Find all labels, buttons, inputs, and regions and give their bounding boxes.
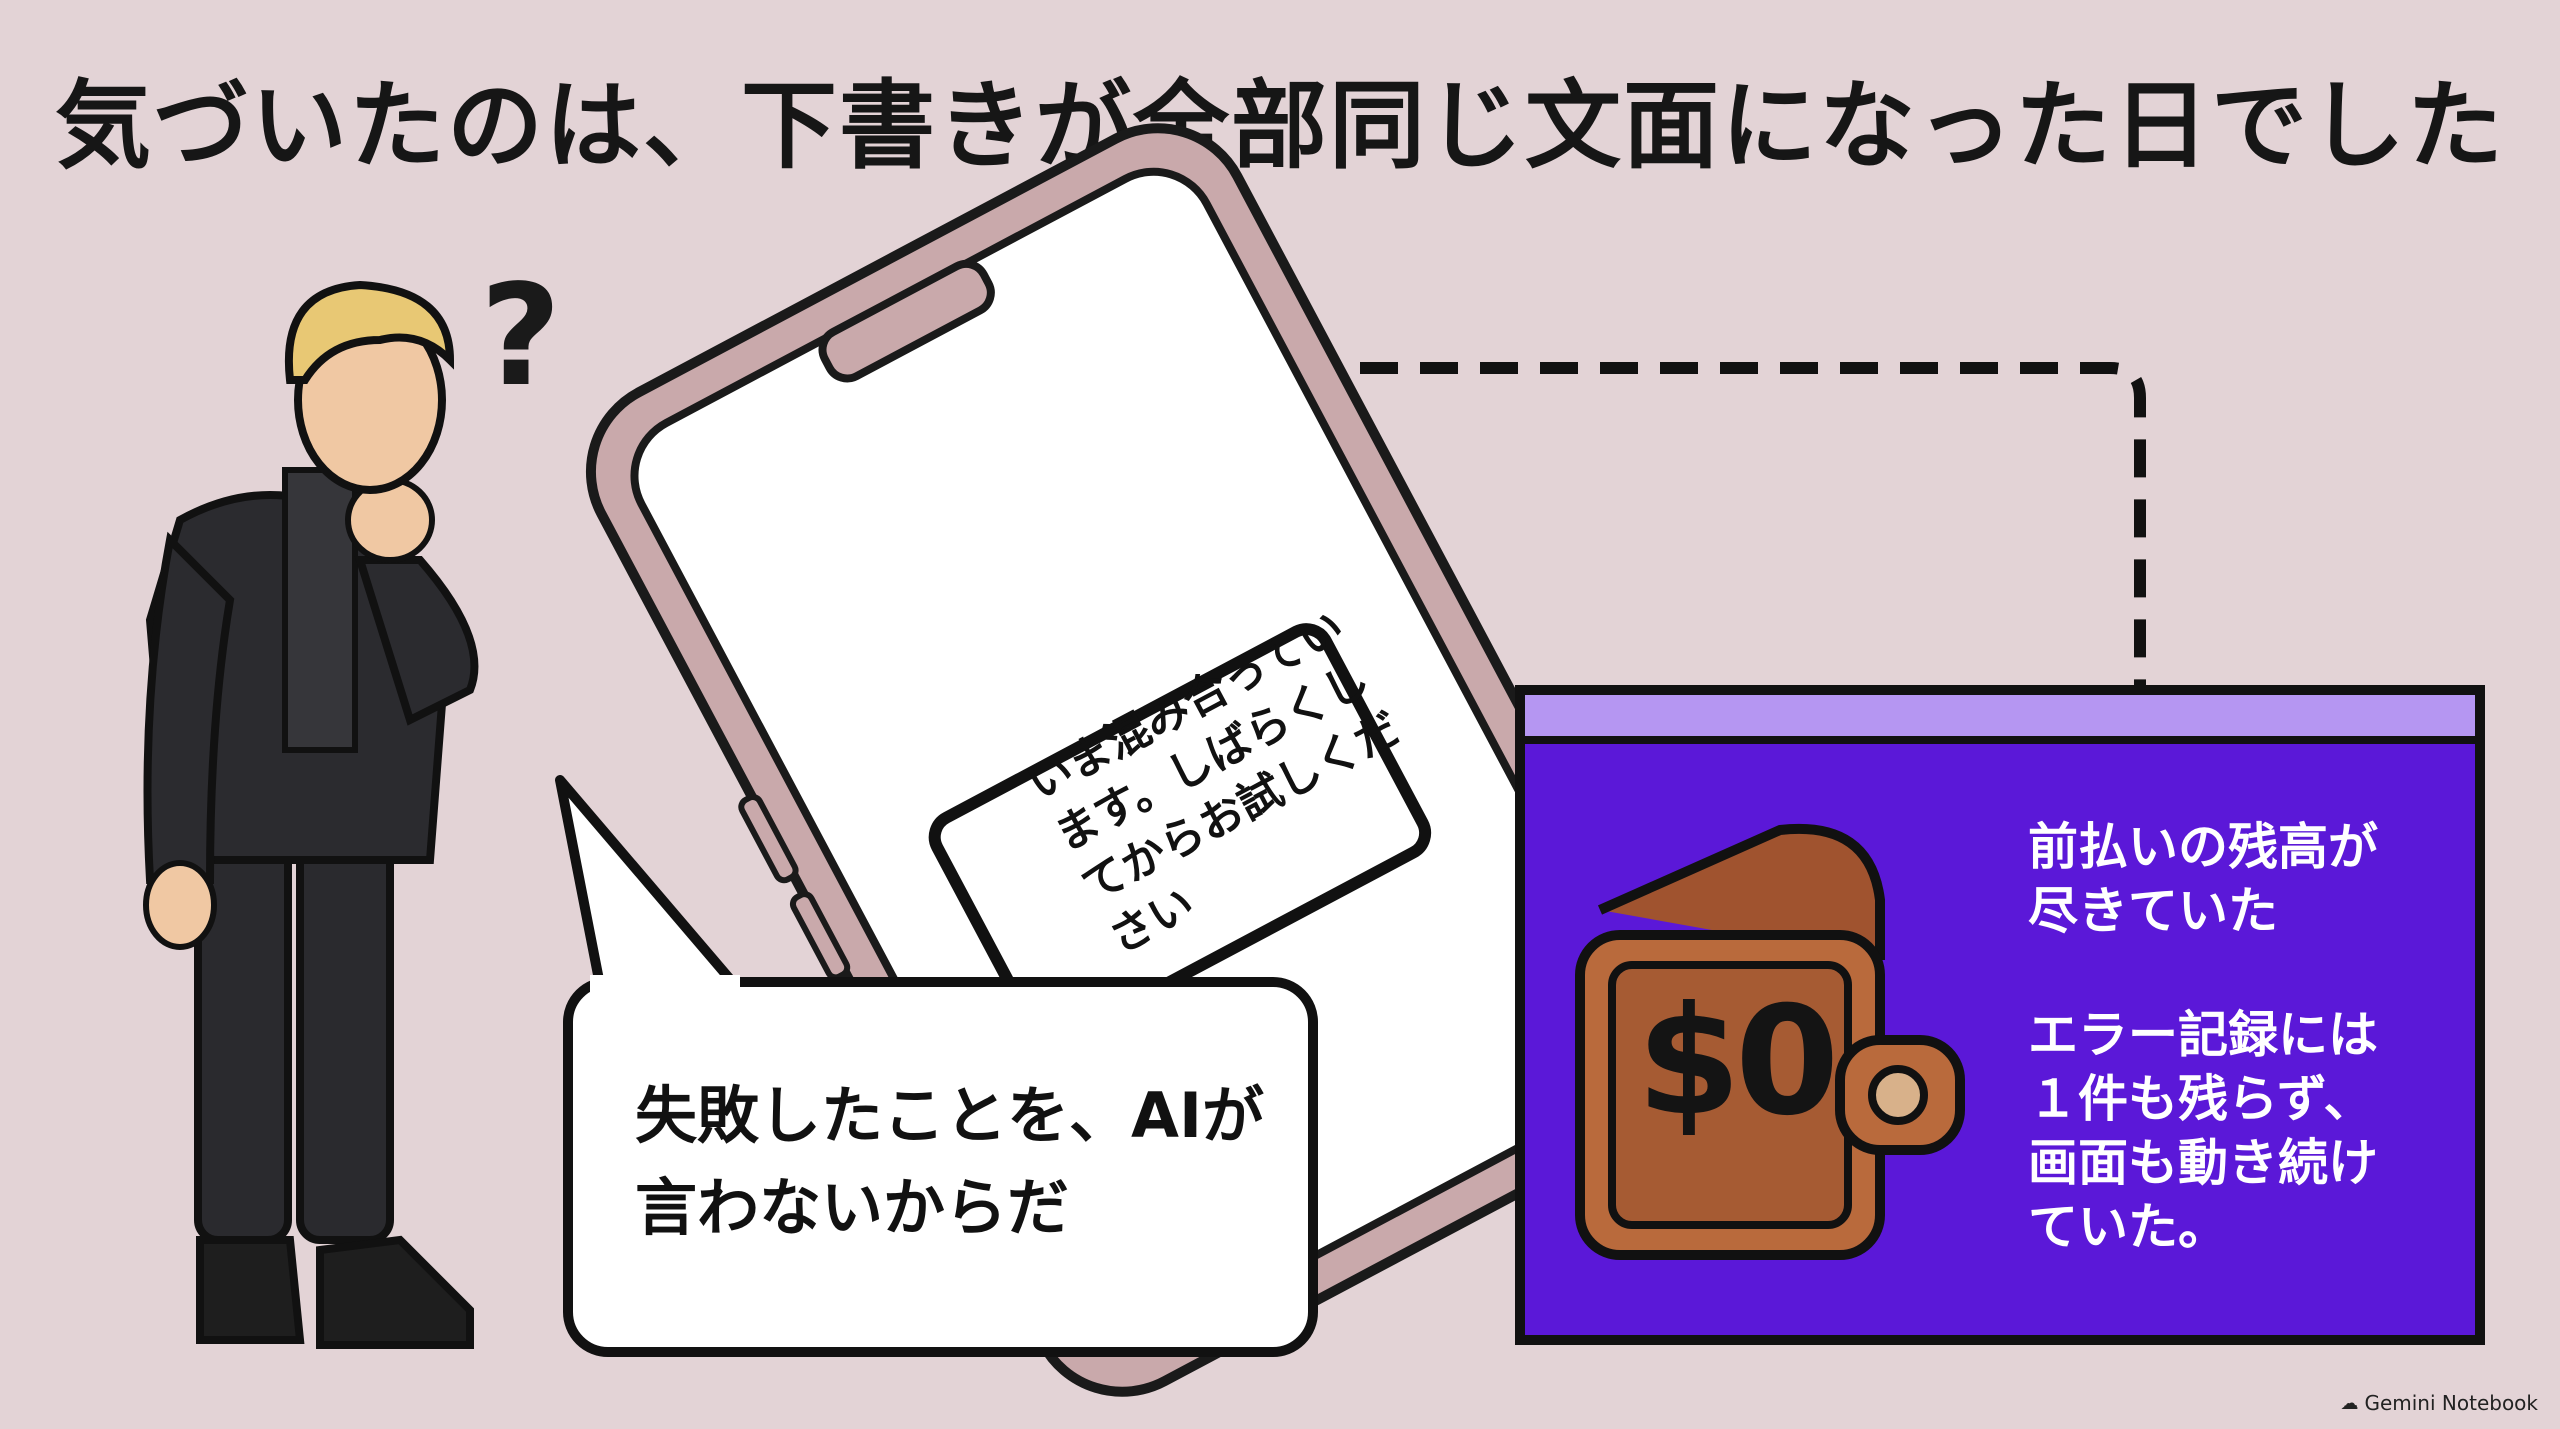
speech-bubble — [555, 775, 1318, 1357]
question-mark-icon: ? — [480, 255, 562, 418]
person-figure — [143, 280, 479, 1349]
brand-label: Gemini Notebook — [2364, 1391, 2538, 1415]
smartphone — [585, 123, 1695, 1397]
panel-text-balance: 前払いの残高が 尽きていた — [2028, 818, 2378, 940]
dashed-connector — [1240, 362, 2146, 690]
panel-text: 前払いの残高が 尽きていた エラー記録には １件も残らず、 画面も動き続け てい… — [2028, 815, 2488, 1319]
speech-bubble-text: 失敗したことを、AIが言わないからだ — [635, 1079, 1265, 1244]
panel-text-error-log: エラー記録には １件も残らず、 画面も動き続け ていた。 — [2028, 1006, 2378, 1256]
wallet-icon — [1575, 823, 1965, 1260]
page-title: 気づいたのは、下書きが全部同じ文面になった日でした — [55, 70, 2505, 182]
wallet-balance: $0 — [1636, 975, 1840, 1149]
gemini-icon: ☁ — [2340, 1392, 2359, 1414]
brand-watermark: ☁ Gemini Notebook — [2340, 1391, 2538, 1415]
